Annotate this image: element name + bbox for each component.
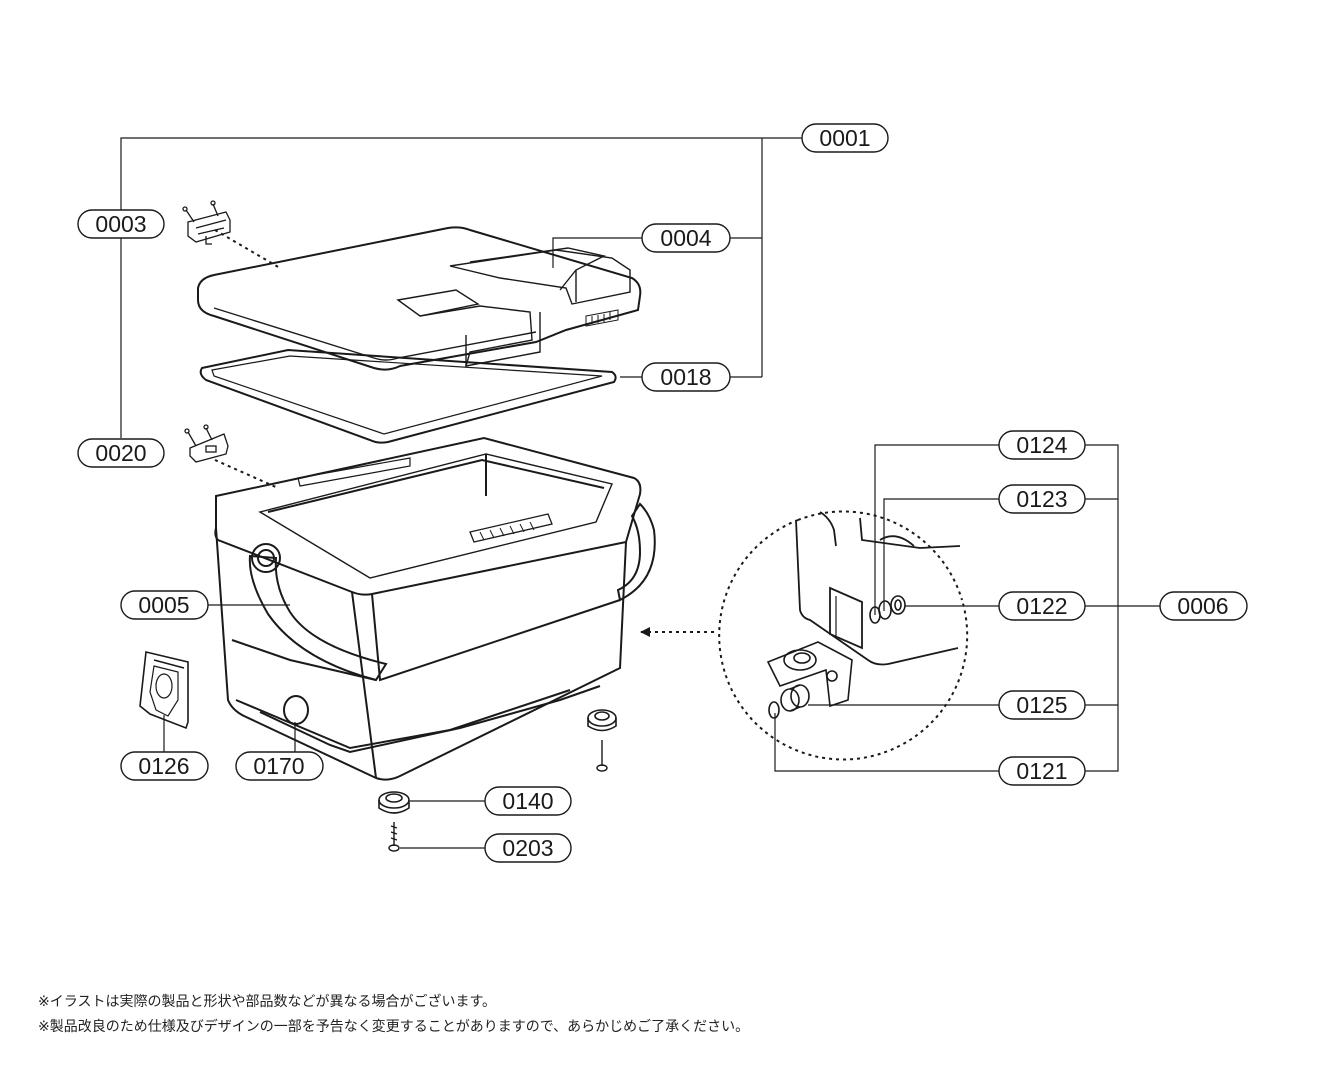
foot-0140-drawing — [378, 791, 410, 814]
part-number: 0006 — [1177, 593, 1228, 619]
part-number: 0125 — [1016, 692, 1067, 718]
part-number: 0020 — [95, 440, 146, 466]
part-number: 0126 — [138, 753, 189, 779]
part-number: 0018 — [660, 364, 711, 390]
leader-lines — [120, 137, 1160, 849]
part-number: 0123 — [1016, 486, 1067, 512]
part-label-0124: 0124 — [998, 430, 1086, 460]
part-label-0122: 0122 — [998, 591, 1086, 621]
part-label-0125: 0125 — [998, 690, 1086, 720]
hinge-0020-drawing — [184, 424, 229, 463]
screw-upper-drawing — [596, 740, 608, 772]
part-label-0018: 0018 — [641, 362, 731, 392]
hinge-0003-drawing — [182, 200, 231, 245]
cooler-body-drawing — [214, 436, 656, 781]
part-label-0203: 0203 — [484, 833, 572, 863]
part-number: 0003 — [95, 211, 146, 237]
detail-drain-fitting — [766, 595, 906, 719]
part-label-0123: 0123 — [998, 484, 1086, 514]
part-label-0126: 0126 — [120, 751, 209, 781]
dotted-connectors — [214, 229, 714, 633]
part-label-0170: 0170 — [235, 751, 324, 781]
part-number: 0121 — [1016, 758, 1067, 784]
part-number: 0203 — [502, 835, 553, 861]
part-number: 0001 — [819, 125, 870, 151]
lid-drawing — [197, 226, 642, 371]
disclaimer-note-2: ※製品改良のため仕様及びデザインの一部を予告なく変更することがありますので、あら… — [38, 1019, 750, 1035]
part-label-0001: 0001 — [801, 123, 889, 153]
part-label-0121: 0121 — [998, 756, 1086, 786]
part-label-0006: 0006 — [1159, 591, 1248, 621]
arrow-icon — [640, 627, 650, 637]
screw-0203-drawing — [388, 822, 400, 852]
gasket-drawing — [199, 348, 617, 444]
part-label-0005: 0005 — [120, 590, 209, 620]
detail-body-drawing — [795, 511, 961, 666]
part-number: 0005 — [138, 592, 189, 618]
part-number: 0122 — [1016, 593, 1067, 619]
foot-upper-drawing — [587, 709, 617, 732]
part-number: 0140 — [502, 788, 553, 814]
part-label-0003: 0003 — [77, 209, 165, 239]
part-label-0140: 0140 — [484, 786, 572, 816]
part-label-0004: 0004 — [641, 223, 731, 253]
bracket-0126-drawing — [139, 651, 189, 730]
part-number: 0124 — [1016, 432, 1067, 458]
disclaimer-note-1: ※イラストは実際の製品と形状や部品数などが異なる場合がございます。 — [38, 994, 497, 1010]
detail-circle — [718, 510, 969, 761]
lid-vent-grille — [585, 309, 619, 327]
part-number: 0004 — [660, 225, 711, 251]
part-label-0020: 0020 — [77, 438, 165, 468]
part-number: 0170 — [253, 753, 304, 779]
disclaimer-notes: ※イラストは実際の製品と形状や部品数などが異なる場合がございます。 ※製品改良の… — [38, 990, 1298, 1040]
